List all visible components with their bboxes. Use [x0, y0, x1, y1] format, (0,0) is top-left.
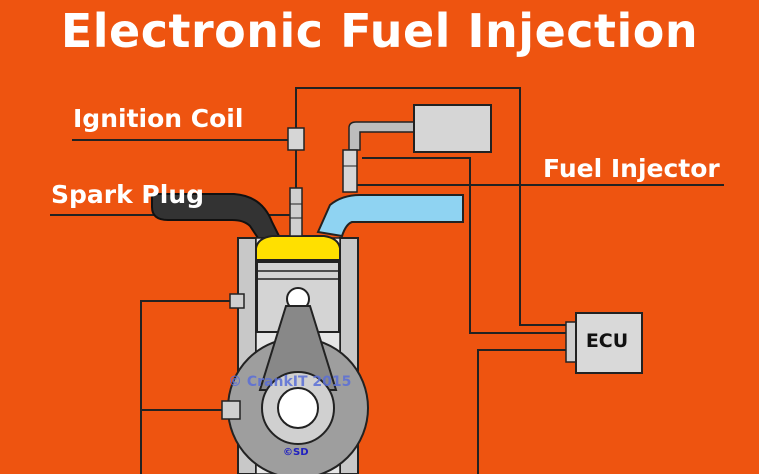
- combustion-chamber: [255, 235, 341, 261]
- exhaust-manifold: [151, 193, 282, 239]
- connecting-rod: [258, 305, 338, 391]
- fuel-injector: [342, 149, 358, 193]
- ignition-coil: [287, 127, 305, 151]
- intake-manifold: [316, 194, 464, 238]
- ecu-to-sensor-wire: [477, 349, 575, 474]
- crank-pin: [277, 387, 319, 429]
- ecu-box: [575, 312, 643, 374]
- copyright-watermark: © CrankIT 2015: [228, 374, 352, 390]
- wiring: [50, 87, 724, 474]
- fuel-pressure-regulator: [413, 104, 492, 153]
- spark-plug-label: Spark Plug: [51, 180, 205, 209]
- spark-plug: [289, 187, 303, 237]
- ignition-coil-label: Ignition Coil: [73, 104, 244, 133]
- ecu-to-injector-wire: [362, 157, 575, 334]
- sensor-loop-wire: [140, 300, 233, 474]
- crank-position-sensor: [221, 400, 241, 420]
- ecu-label: ECU: [585, 330, 629, 352]
- initials-watermark: ©SD: [283, 447, 309, 458]
- fuel-injector-label: Fuel Injector: [543, 154, 720, 183]
- page-title: Electronic Fuel Injection: [60, 4, 699, 58]
- temperature-sensor: [229, 293, 245, 309]
- ecu-to-coil-wire: [295, 87, 575, 326]
- fuel-line: [348, 121, 415, 151]
